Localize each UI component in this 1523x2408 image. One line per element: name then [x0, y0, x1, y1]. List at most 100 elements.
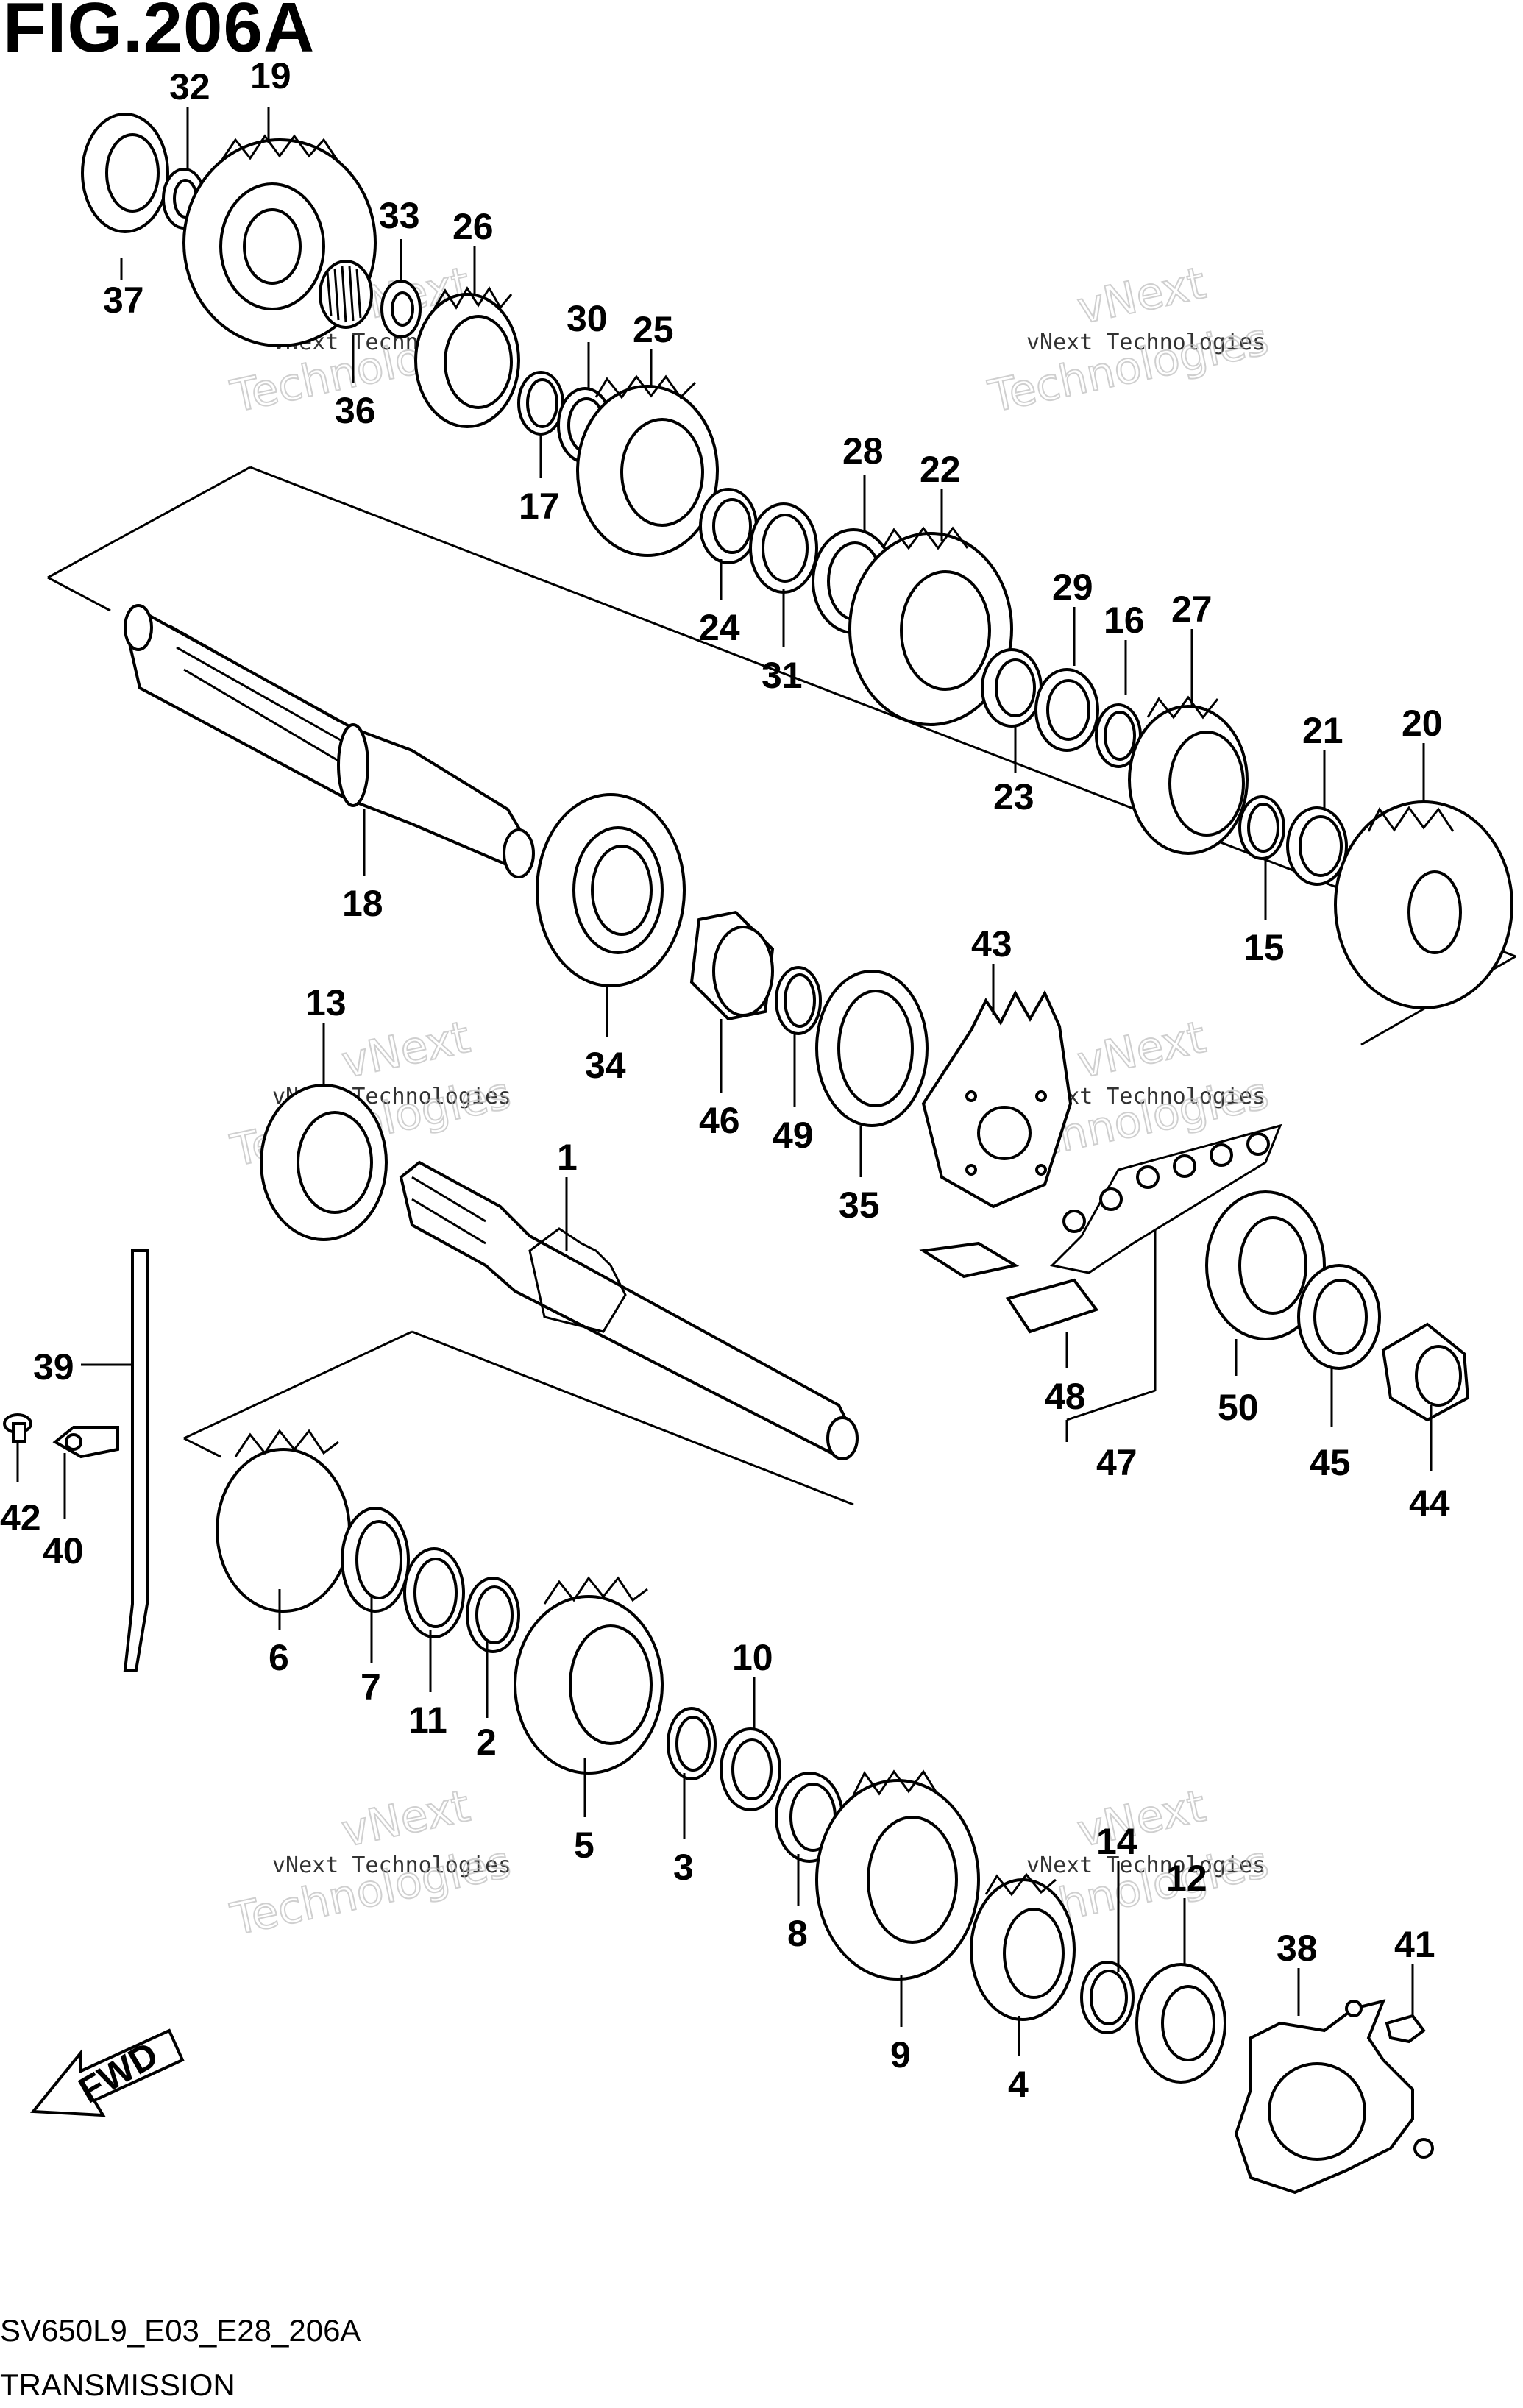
part-37-bearing: [81, 113, 169, 233]
callout-31: 31: [762, 655, 803, 696]
part-44-nut: [1381, 1322, 1470, 1422]
fwd-arrow-icon: FWD: [29, 2028, 185, 2117]
callout-18: 18: [342, 883, 383, 924]
part-39-oil-pipe: [123, 1249, 149, 1672]
callout-32: 32: [169, 66, 210, 107]
watermark-text: vNext Technologies: [1026, 1853, 1265, 1878]
part-17-circlip: [517, 371, 564, 436]
callout-48: 48: [1045, 1376, 1086, 1417]
leader-lines: [16, 107, 1433, 2056]
callout-24: 24: [699, 607, 740, 648]
callout-labels: 32 1 9 3 7 33 26 36 30 2 5 17 28 22 24 31 2…: [0, 55, 1450, 2105]
callout-14: 14: [1096, 1821, 1137, 1862]
callout-49: 49: [773, 1115, 814, 1156]
part-6-gear: [216, 1429, 351, 1613]
watermark-text: vNext Technologies: [1026, 330, 1265, 355]
part-26-gear: [414, 286, 520, 428]
callout-28: 28: [842, 430, 884, 472]
callout-36: 36: [335, 390, 376, 431]
part-25-gear: [576, 374, 719, 557]
part-43-engine-sprocket: [921, 990, 1073, 1209]
part-38-bearing-retainer: [1234, 1999, 1434, 2195]
callout-5: 5: [574, 1825, 594, 1866]
part-18-countershaft: [124, 604, 535, 878]
callout-8: 8: [787, 1913, 808, 1954]
callout-44: 44: [1409, 1482, 1450, 1524]
part-24-bushing: [699, 488, 758, 564]
callout-40: 40: [43, 1530, 84, 1571]
callout-23: 23: [993, 776, 1034, 817]
callout-10: 10: [732, 1637, 773, 1678]
callout-15: 15: [1243, 927, 1285, 968]
callout-38: 38: [1277, 1928, 1318, 1969]
part-33-washer: [380, 280, 422, 338]
callout-3: 3: [673, 1847, 694, 1888]
part-42-bolt: [3, 1413, 32, 1443]
callout-11: 11: [408, 1700, 447, 1741]
watermark-text: vNext: [338, 1780, 475, 1858]
part-20-gear: [1334, 800, 1513, 1009]
part-1-driveshaft: [399, 1160, 859, 1460]
callout-17: 17: [519, 486, 560, 527]
callout-26: 26: [452, 206, 494, 247]
part-45-lock-washer: [1297, 1264, 1381, 1370]
part-22-gear: [848, 526, 1013, 726]
part-27-gear: [1128, 695, 1249, 855]
model-code: SV650L9_E03_E28_206A: [0, 2313, 361, 2348]
callout-16: 16: [1104, 600, 1145, 641]
callout-2: 2: [476, 1722, 497, 1763]
part-16-circlip: [1095, 703, 1142, 768]
part-7-bushing: [341, 1507, 410, 1613]
assembly-bracket-lower: [183, 1330, 854, 1506]
callout-1: 1: [557, 1137, 578, 1178]
watermark-text: vNext: [1073, 1780, 1210, 1858]
watermark-text: vNext: [1073, 1012, 1210, 1089]
callout-29: 29: [1052, 567, 1093, 608]
figure-caption: TRANSMISSION: [0, 2368, 235, 2402]
part-4-gear: [970, 1872, 1076, 2021]
callout-12: 12: [1166, 1858, 1207, 1899]
callout-20: 20: [1402, 703, 1443, 744]
part-35-oil-seal: [815, 970, 929, 1127]
part-9-gear: [815, 1769, 980, 1981]
watermark-text: vNext Technologies: [272, 1853, 511, 1878]
callout-27: 27: [1171, 589, 1213, 630]
callout-34: 34: [585, 1045, 626, 1086]
part-3-circlip: [667, 1707, 717, 1780]
callout-33: 33: [379, 195, 420, 236]
part-36-needle-bearing: [319, 260, 373, 329]
callout-4: 4: [1008, 2064, 1029, 2105]
part-29-washer: [1034, 668, 1099, 752]
part-2-circlip: [466, 1577, 520, 1653]
part-14-circlip: [1080, 1961, 1135, 2034]
part-15-circlip: [1238, 795, 1285, 860]
part-48-chain-joint: [919, 1241, 1099, 1334]
callout-47: 47: [1096, 1442, 1137, 1483]
callout-7: 7: [361, 1666, 381, 1708]
part-31-lock-washer: [749, 502, 818, 594]
callout-21: 21: [1302, 710, 1343, 751]
callout-39: 39: [33, 1346, 74, 1388]
part-34-bearing: [536, 793, 686, 987]
callout-22: 22: [920, 449, 961, 490]
callout-45: 45: [1310, 1442, 1351, 1483]
part-41-bolt: [1385, 2014, 1426, 2044]
callout-43: 43: [971, 923, 1012, 965]
part-49-o-ring: [775, 966, 822, 1035]
part-10-washer: [720, 1727, 781, 1811]
part-40-clamp: [52, 1426, 119, 1459]
callout-13: 13: [305, 982, 347, 1023]
part-12-bearing: [1135, 1963, 1226, 2084]
callout-9: 9: [890, 2034, 911, 2075]
callout-46: 46: [699, 1100, 740, 1141]
callout-42: 42: [0, 1497, 41, 1538]
fwd-label: FWD: [72, 2034, 166, 2111]
callout-30: 30: [567, 298, 608, 339]
part-5-gear: [514, 1576, 664, 1775]
callout-35: 35: [839, 1185, 880, 1226]
part-50-washer: [1205, 1190, 1326, 1340]
part-46-spacer: [689, 910, 775, 1021]
part-13-bearing: [260, 1084, 388, 1241]
part-47-drive-chain: [1049, 1123, 1282, 1442]
